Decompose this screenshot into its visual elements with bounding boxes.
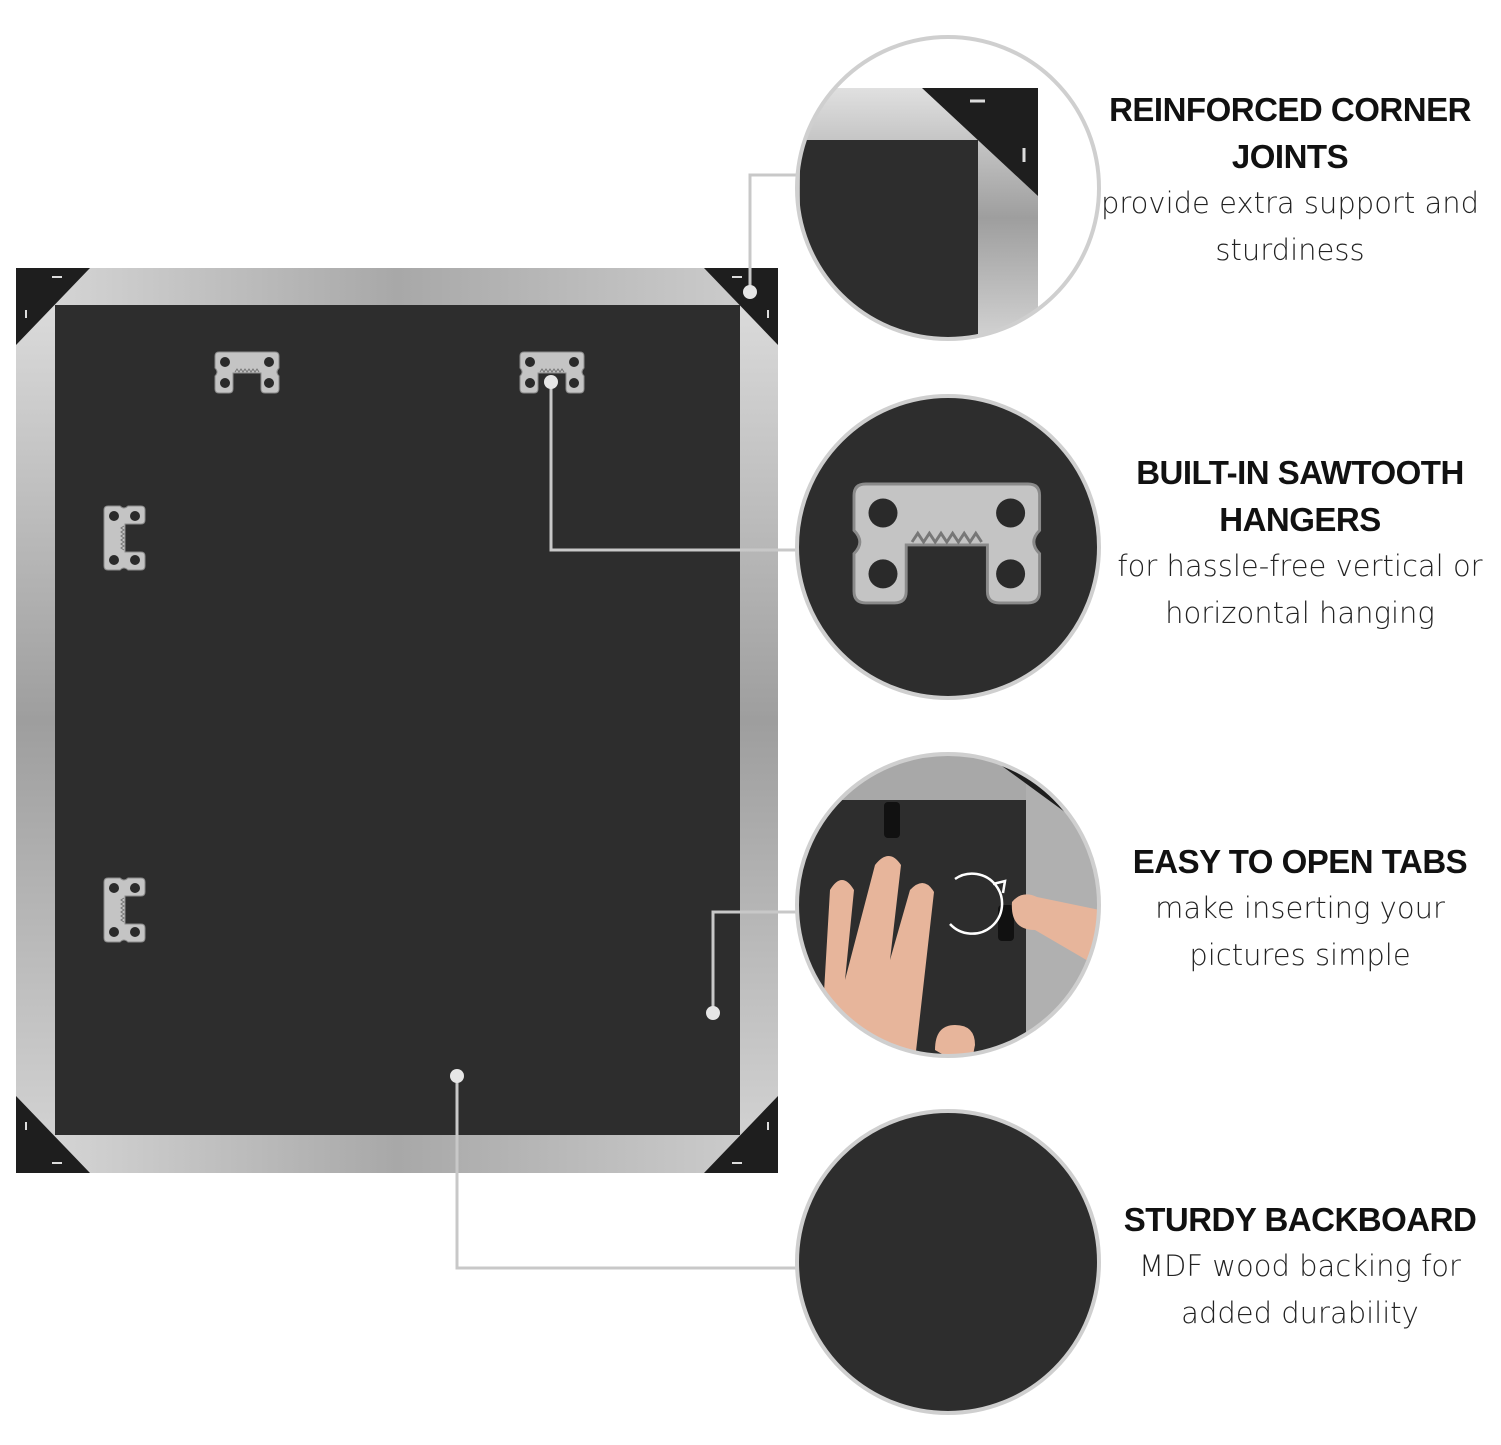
feature-title: STURDY BACKBOARD xyxy=(1123,1201,1477,1238)
backboard-closeup xyxy=(798,1112,1098,1412)
open-tab-closeup xyxy=(798,755,1098,1055)
feature-open-tabs: EASY TO OPEN TABS make inserting your pi… xyxy=(1105,838,1495,979)
corner-joint-icon xyxy=(704,268,778,345)
corner-joint-icon xyxy=(16,1096,90,1173)
feature-backboard: STURDY BACKBOARD MDF wood backing for ad… xyxy=(1105,1196,1495,1337)
feature-title: REINFORCED CORNER JOINTS xyxy=(1109,91,1471,175)
feature-title: EASY TO OPEN TABS xyxy=(1132,843,1468,880)
backboard xyxy=(55,305,740,1135)
picture-frame-back xyxy=(16,268,778,1173)
feature-sawtooth-hangers: BUILT-IN SAWTOOTH HANGERS for hassle-fre… xyxy=(1105,449,1495,637)
corner-joint-icon xyxy=(704,1096,778,1173)
feature-description: MDF wood backing for added durability xyxy=(1139,1249,1461,1330)
feature-title: BUILT-IN SAWTOOTH HANGERS xyxy=(1136,454,1464,538)
feature-description: for hassle-free vertical or horizontal h… xyxy=(1117,549,1483,630)
feature-description: provide extra support and sturdiness xyxy=(1100,186,1480,267)
sawtooth-hanger-closeup xyxy=(798,397,1098,697)
feature-description: make inserting your pictures simple xyxy=(1155,891,1445,972)
hand-icon xyxy=(820,856,1098,1055)
corner-joint-icon xyxy=(16,268,90,345)
callout-connectors xyxy=(455,173,797,1270)
corner-joint-closeup xyxy=(798,38,1098,338)
feature-corner-joints: REINFORCED CORNER JOINTS provide extra s… xyxy=(1095,86,1485,274)
